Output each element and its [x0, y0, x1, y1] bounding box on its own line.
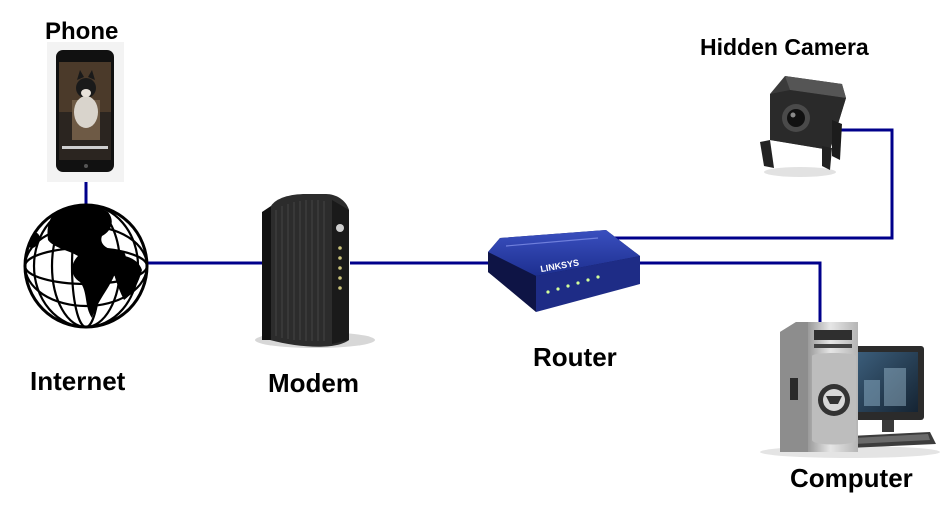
router-label: Router [533, 342, 617, 372]
globe-icon [23, 203, 149, 329]
smartphone-icon [47, 42, 124, 182]
phone-label: Phone [45, 18, 119, 45]
router-icon: LINKSYS [488, 230, 640, 312]
connection-lines [84, 128, 894, 322]
modem-label: Modem [268, 368, 359, 398]
security-camera-icon [760, 76, 846, 177]
desktop-computer-icon [760, 322, 940, 458]
computer-label: Computer [790, 463, 913, 493]
link-router-computer [640, 261, 822, 322]
internet-label: Internet [30, 366, 126, 396]
cable-modem-icon [255, 194, 375, 348]
hidden-camera-label: Hidden Camera [700, 34, 869, 60]
link-router-camera [600, 128, 894, 240]
